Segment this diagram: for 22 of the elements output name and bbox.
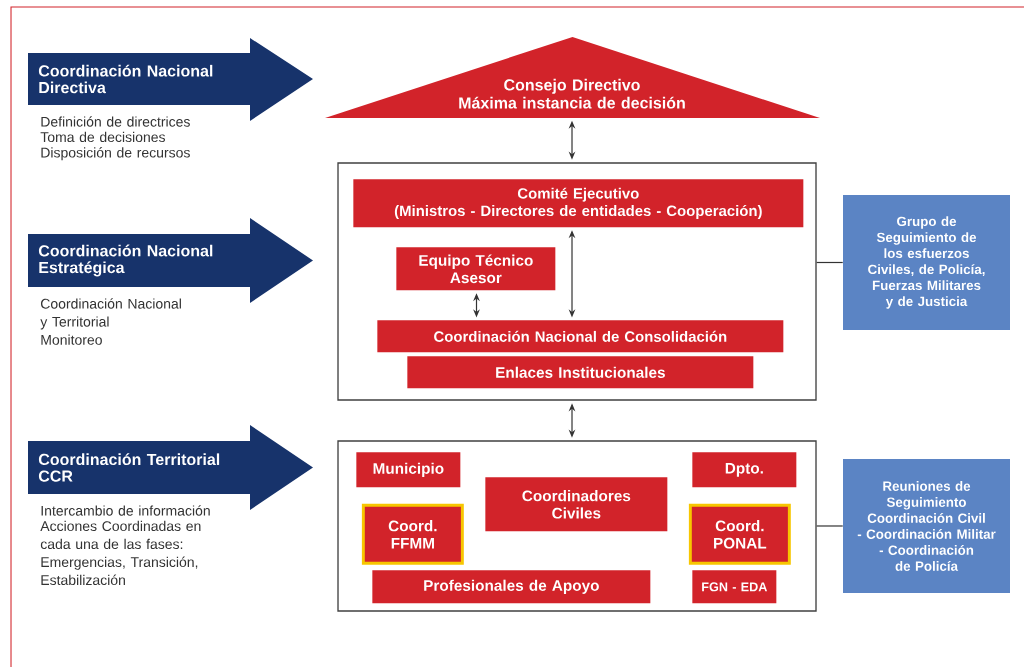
title-box: Coordinación Nacional de Consolidación (377, 320, 784, 353)
title-box: FGN - EDA (692, 570, 777, 604)
title-box: Municipio (356, 452, 461, 488)
description-text: Monitoreo (41, 334, 102, 345)
title-box: Dpto. (692, 452, 797, 488)
title-box: Profesionales de Apoyo (372, 570, 651, 604)
title-box: Coordinadores Civiles (485, 477, 668, 532)
note-box: Reuniones de Seguimiento Coordinación Civil - Coordinación Militar - Coordinación de Policía (843, 459, 1010, 593)
title-box: Comité Ejecutivo (Ministros - Directores de entidades - Cooperación) (353, 179, 804, 228)
title-box: Coord. FFMM (361, 503, 464, 565)
group-frame (337, 162, 817, 401)
description-text: Disposición de recursos (41, 147, 190, 161)
roof-triangle: Consejo Directivo Máxima instancia de decisión (325, 37, 820, 118)
connector-line (816, 261, 844, 264)
title-box: Coord. PONAL (688, 503, 791, 565)
title-box: Enlaces Institucionales (407, 356, 754, 389)
title-box: Equipo Técnico Asesor (396, 247, 556, 291)
note-box: Grupo de Seguimiento de los esfuerzos Civiles, de Policía, Fuerzas Militares y de Justicia (843, 195, 1010, 330)
description-text: Toma de decisiones (40, 131, 165, 143)
group-frame (337, 440, 817, 612)
connector-line (816, 525, 844, 527)
description-text: Acciones Coordinadas en cada una de las fases: Emergencias, Transición, Estabilización (40, 520, 201, 586)
